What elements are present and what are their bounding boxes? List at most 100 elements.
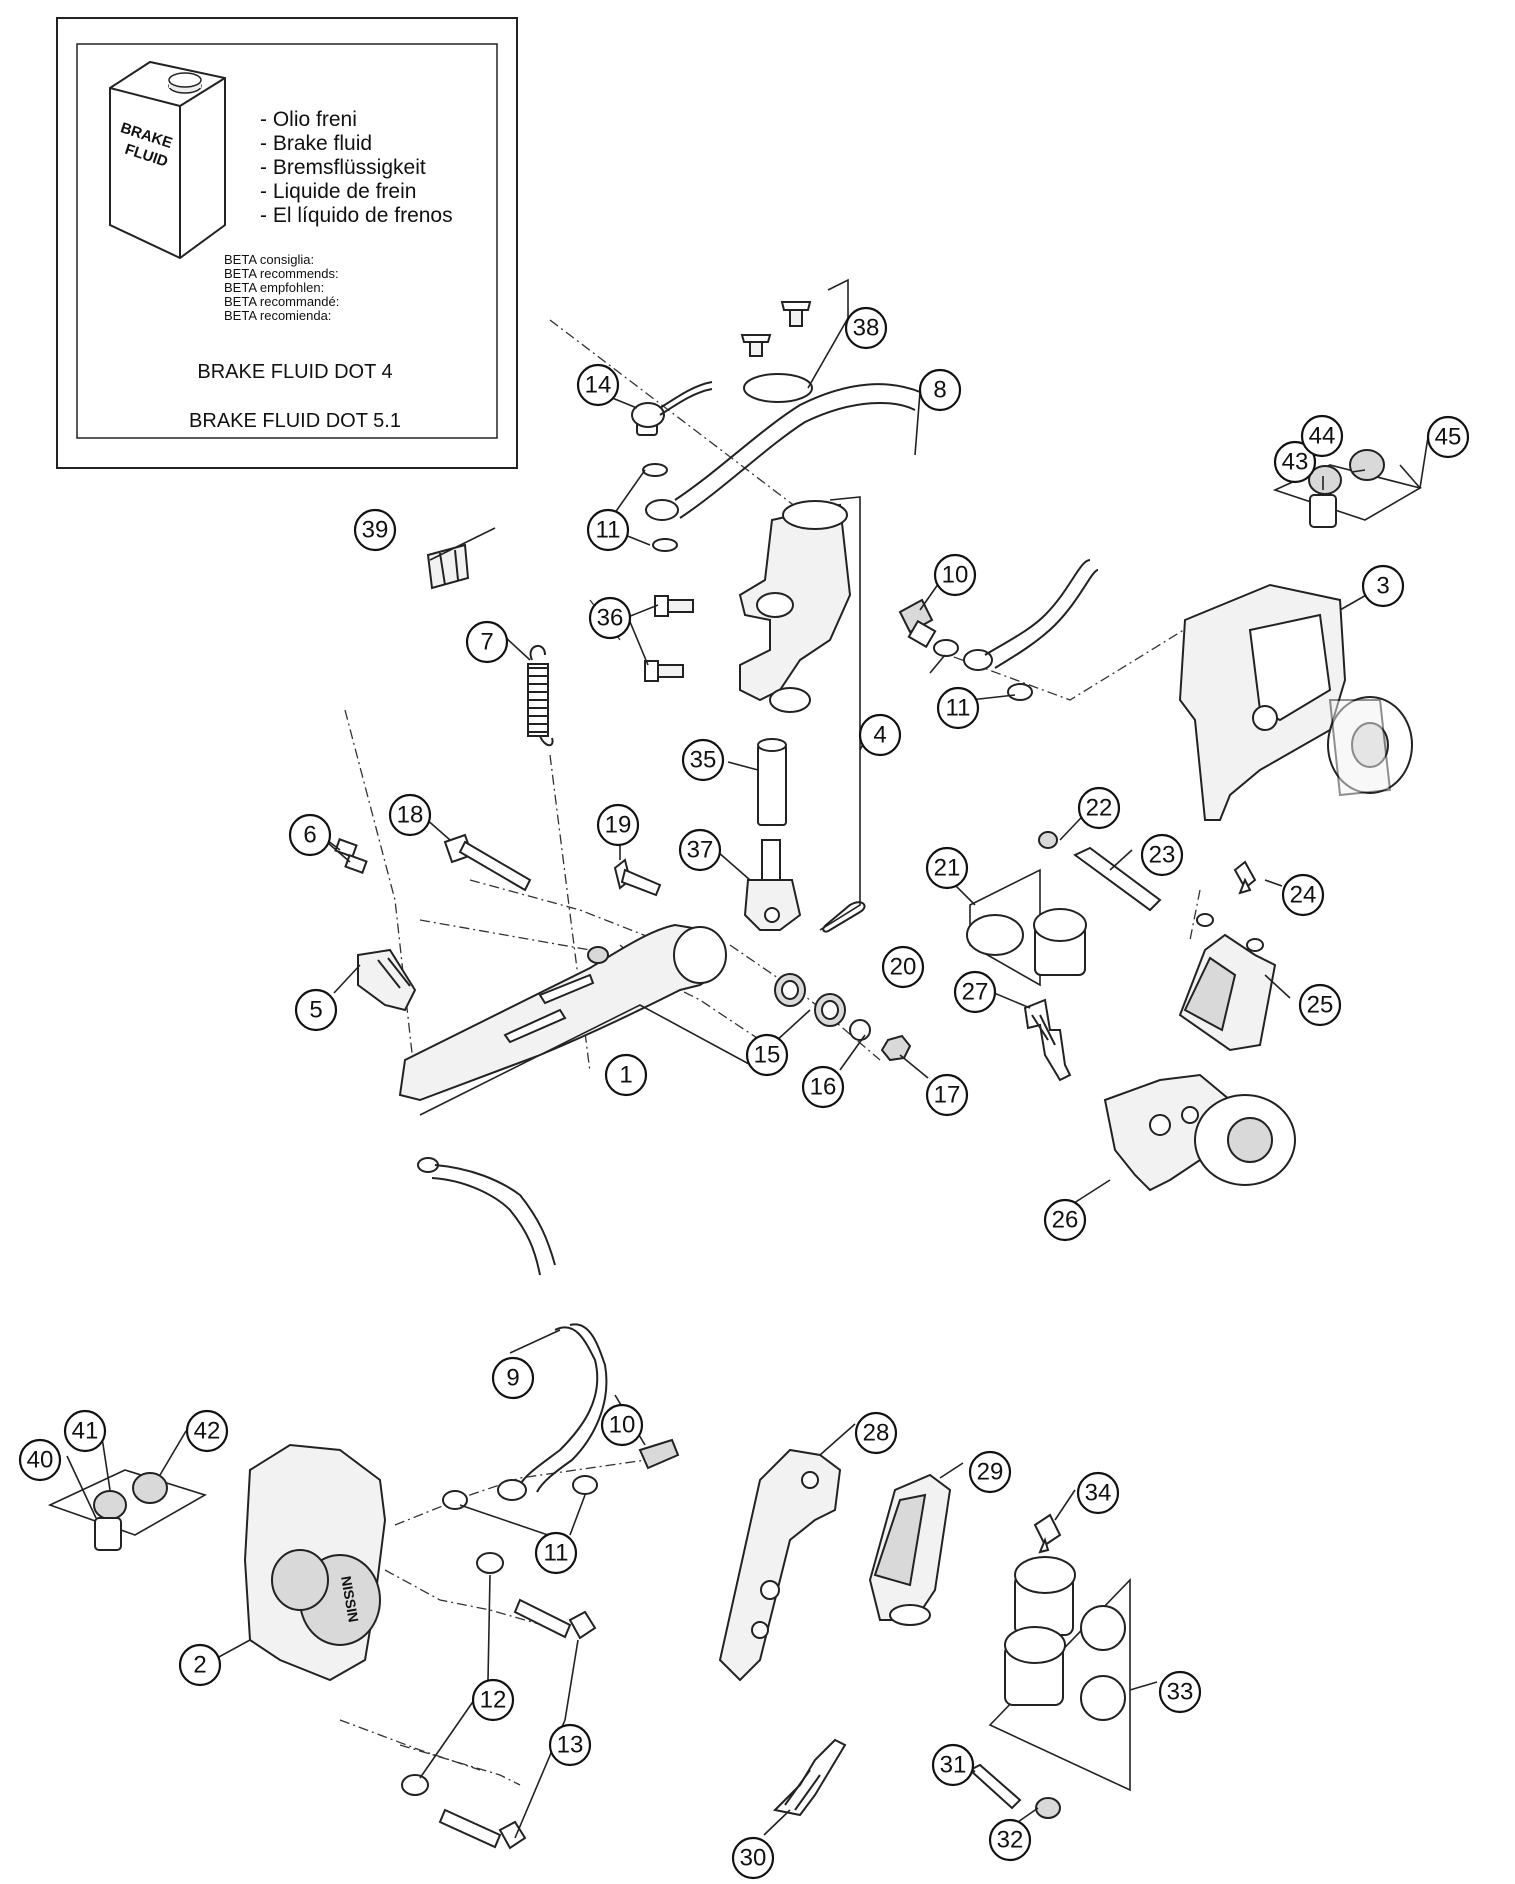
callout-12: 12 [471,1678,515,1722]
caliper-pistons-lower [988,1556,1131,1792]
rear-hose-fitting [933,559,1099,701]
callout-14: 14 [576,363,620,407]
brake-fluid-can-icon: BRAKE FLUID [109,60,226,260]
callout-7: 7 [465,620,509,664]
svg-text:29: 29 [977,1459,1004,1486]
caliper-pistons-upper [966,868,1087,987]
recommend-it: BETA consiglia: [224,252,314,267]
callout-36: 36 [588,596,632,640]
svg-text:32: 32 [997,1827,1024,1854]
callout-10-upper: 10 [933,553,977,597]
svg-text:23: 23 [1149,842,1176,869]
cotter-pin [822,901,866,933]
svg-text:17: 17 [934,1082,961,1109]
callout-27: 27 [953,970,997,1014]
pushrod [757,738,787,826]
svg-text:33: 33 [1167,1679,1194,1706]
pedal-tip-screws [334,838,368,874]
fluid-name-es: - El líquido de frenos [260,204,453,227]
callout-5: 5 [294,988,338,1032]
callout-43: 43 [1273,440,1317,484]
callout-23: 23 [1140,833,1184,877]
front-brake-hose [497,1323,608,1501]
svg-text:27: 27 [962,979,989,1006]
spec-dot4: BRAKE FLUID DOT 4 [197,361,392,383]
svg-text:31: 31 [940,1752,967,1779]
reservoir-fitting [631,381,713,552]
callout-22: 22 [1077,786,1121,830]
master-cylinder [738,496,871,931]
callout-39: 39 [353,508,397,552]
svg-text:12: 12 [480,1687,507,1714]
svg-text:36: 36 [597,605,624,632]
callout-8: 8 [918,368,962,412]
callout-10-lower: 10 [600,1403,644,1447]
svg-text:11: 11 [544,1540,569,1567]
svg-text:4: 4 [873,722,886,749]
callout-37: 37 [678,828,722,872]
upper-brake-hose [674,383,921,519]
clevis-pin [613,858,662,897]
callout-9: 9 [491,1356,535,1400]
callout-40: 40 [18,1438,62,1482]
callout-19: 19 [596,803,640,847]
pad-spring-upper [1023,998,1072,1082]
svg-text:26: 26 [1052,1207,1079,1234]
callout-11-lower: 11 [534,1531,578,1575]
callout-31: 31 [931,1743,975,1787]
front-caliper: NISSIN [243,1443,387,1682]
svg-text:16: 16 [810,1074,837,1101]
bleed-screw-upper [898,598,937,649]
callout-4: 4 [858,713,902,757]
svg-text:6: 6 [303,822,316,849]
callout-24: 24 [1281,873,1325,917]
brake-pedal [398,923,761,1116]
callout-30: 30 [731,1836,775,1880]
svg-text:34: 34 [1085,1480,1112,1507]
bleed-screw-lower [442,1438,680,1510]
fluid-name-list: - Olio freni - Brake fluid - Bremsflüssi… [260,108,453,227]
svg-text:11: 11 [946,695,971,722]
rear-caliper-assembly [1178,583,1413,821]
callout-1: 1 [604,1053,648,1097]
rear-caliper-hose-end [417,1157,556,1276]
pedal-tip [357,948,417,1012]
callout-44: 44 [1300,414,1344,458]
callout-6: 6 [288,813,332,857]
svg-text:28: 28 [863,1420,890,1447]
svg-text:20: 20 [890,954,917,981]
callout-2: 2 [178,1643,222,1687]
svg-text:2: 2 [193,1652,206,1679]
svg-text:5: 5 [309,997,322,1024]
callout-28: 28 [854,1411,898,1455]
svg-text:9: 9 [506,1365,519,1392]
recommend-en: BETA recommends: [224,266,339,281]
svg-text:8: 8 [933,377,946,404]
svg-text:24: 24 [1290,882,1317,909]
callout-33: 33 [1158,1670,1202,1714]
callout-18: 18 [388,793,432,837]
callout-32: 32 [988,1818,1032,1862]
svg-text:18: 18 [397,802,424,829]
bleeder-lower [1033,1513,1062,1554]
svg-text:15: 15 [754,1042,781,1069]
callout-38: 38 [844,306,888,350]
callout-11-top: 11 [586,508,630,552]
caliper-bolts [401,1552,597,1850]
pedal-bearings [774,973,912,1062]
callout-bubbles: 1 2 3 4 5 6 7 8 9 10 10 11 11 11 12 13 1… [18,306,1470,1880]
fluid-name-en: - Brake fluid [260,132,372,155]
svg-text:10: 10 [609,1412,636,1439]
svg-text:19: 19 [605,812,632,839]
callout-26: 26 [1043,1198,1087,1242]
clevis [743,839,802,931]
callout-15: 15 [745,1033,789,1077]
recommend-fr: BETA recommandé: [224,294,339,309]
svg-text:43: 43 [1282,449,1309,476]
callout-45: 45 [1426,415,1470,459]
brake-pads-upper [1178,913,1277,1052]
callout-35: 35 [681,738,725,782]
callout-20: 20 [881,945,925,989]
callout-21: 21 [925,846,969,890]
